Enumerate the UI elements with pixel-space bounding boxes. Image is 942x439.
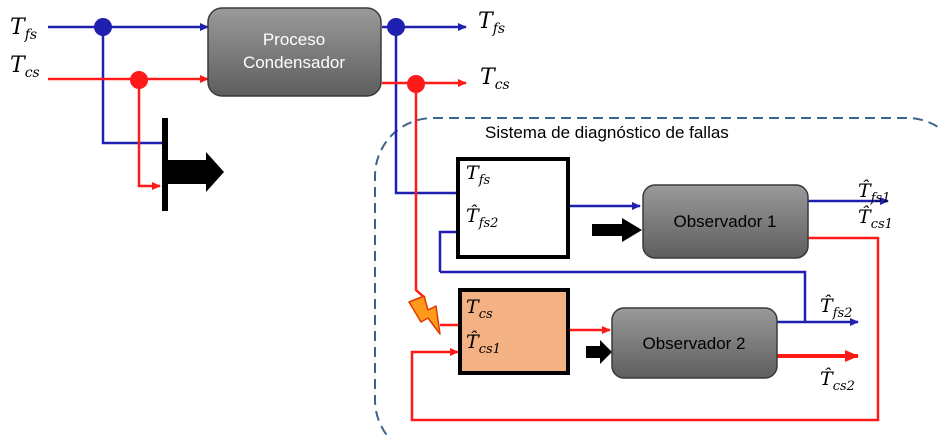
diagnosis-title: Sistema de diagnóstico de fallas — [485, 123, 729, 142]
switch-1-box: Tfs T̂fs2 — [456, 157, 570, 259]
red-junction-dot-output — [407, 75, 425, 93]
observer-1-input-arrow — [592, 218, 642, 242]
diagnosis-system-border — [374, 117, 942, 439]
switch-2-box: Tcs T̂cs1 — [458, 288, 570, 375]
mux-output-arrow — [168, 152, 224, 192]
fault-lightning-icon — [408, 295, 441, 335]
switch-2-input-tcs1-hat: T̂cs1 — [466, 331, 501, 357]
process-condenser-box: Proceso Condensador — [207, 7, 382, 97]
observer-1-output-tfs1-hat: T̂fs1 — [858, 180, 890, 206]
process-label-line2: Condensador — [243, 53, 345, 72]
measurement-mux-bar — [162, 118, 168, 211]
observer-1-box: Observador 1 — [642, 184, 809, 259]
blue-junction-dot-output — [387, 18, 405, 36]
observer-2-label: Observador 2 — [643, 334, 746, 353]
observer-2-box: Observador 2 — [611, 307, 778, 379]
blue-junction-dot-input — [94, 18, 112, 36]
observer-2-output-tcs2-hat: T̂cs2 — [820, 368, 855, 394]
process-label-line1: Proceso — [263, 30, 325, 49]
observer-1-output-tcs1-hat: T̂cs1 — [858, 206, 893, 232]
switch-2-input-tcs: Tcs — [466, 296, 493, 322]
switch-1-input-tfs: Tfs — [466, 162, 490, 188]
input-tfs-label: Tfs — [10, 15, 37, 43]
observer-2-input-arrow — [586, 340, 612, 364]
output-tfs-label: Tfs — [478, 9, 505, 37]
observer-1-label: Observador 1 — [674, 212, 777, 231]
switch-1-input-tfs2-hat: T̂fs2 — [466, 205, 498, 231]
red-junction-dot-input — [130, 71, 148, 89]
input-tcs-label: Tcs — [10, 53, 40, 81]
output-tcs-label: Tcs — [480, 65, 510, 93]
observer-2-output-tfs2-hat: T̂fs2 — [820, 295, 852, 321]
